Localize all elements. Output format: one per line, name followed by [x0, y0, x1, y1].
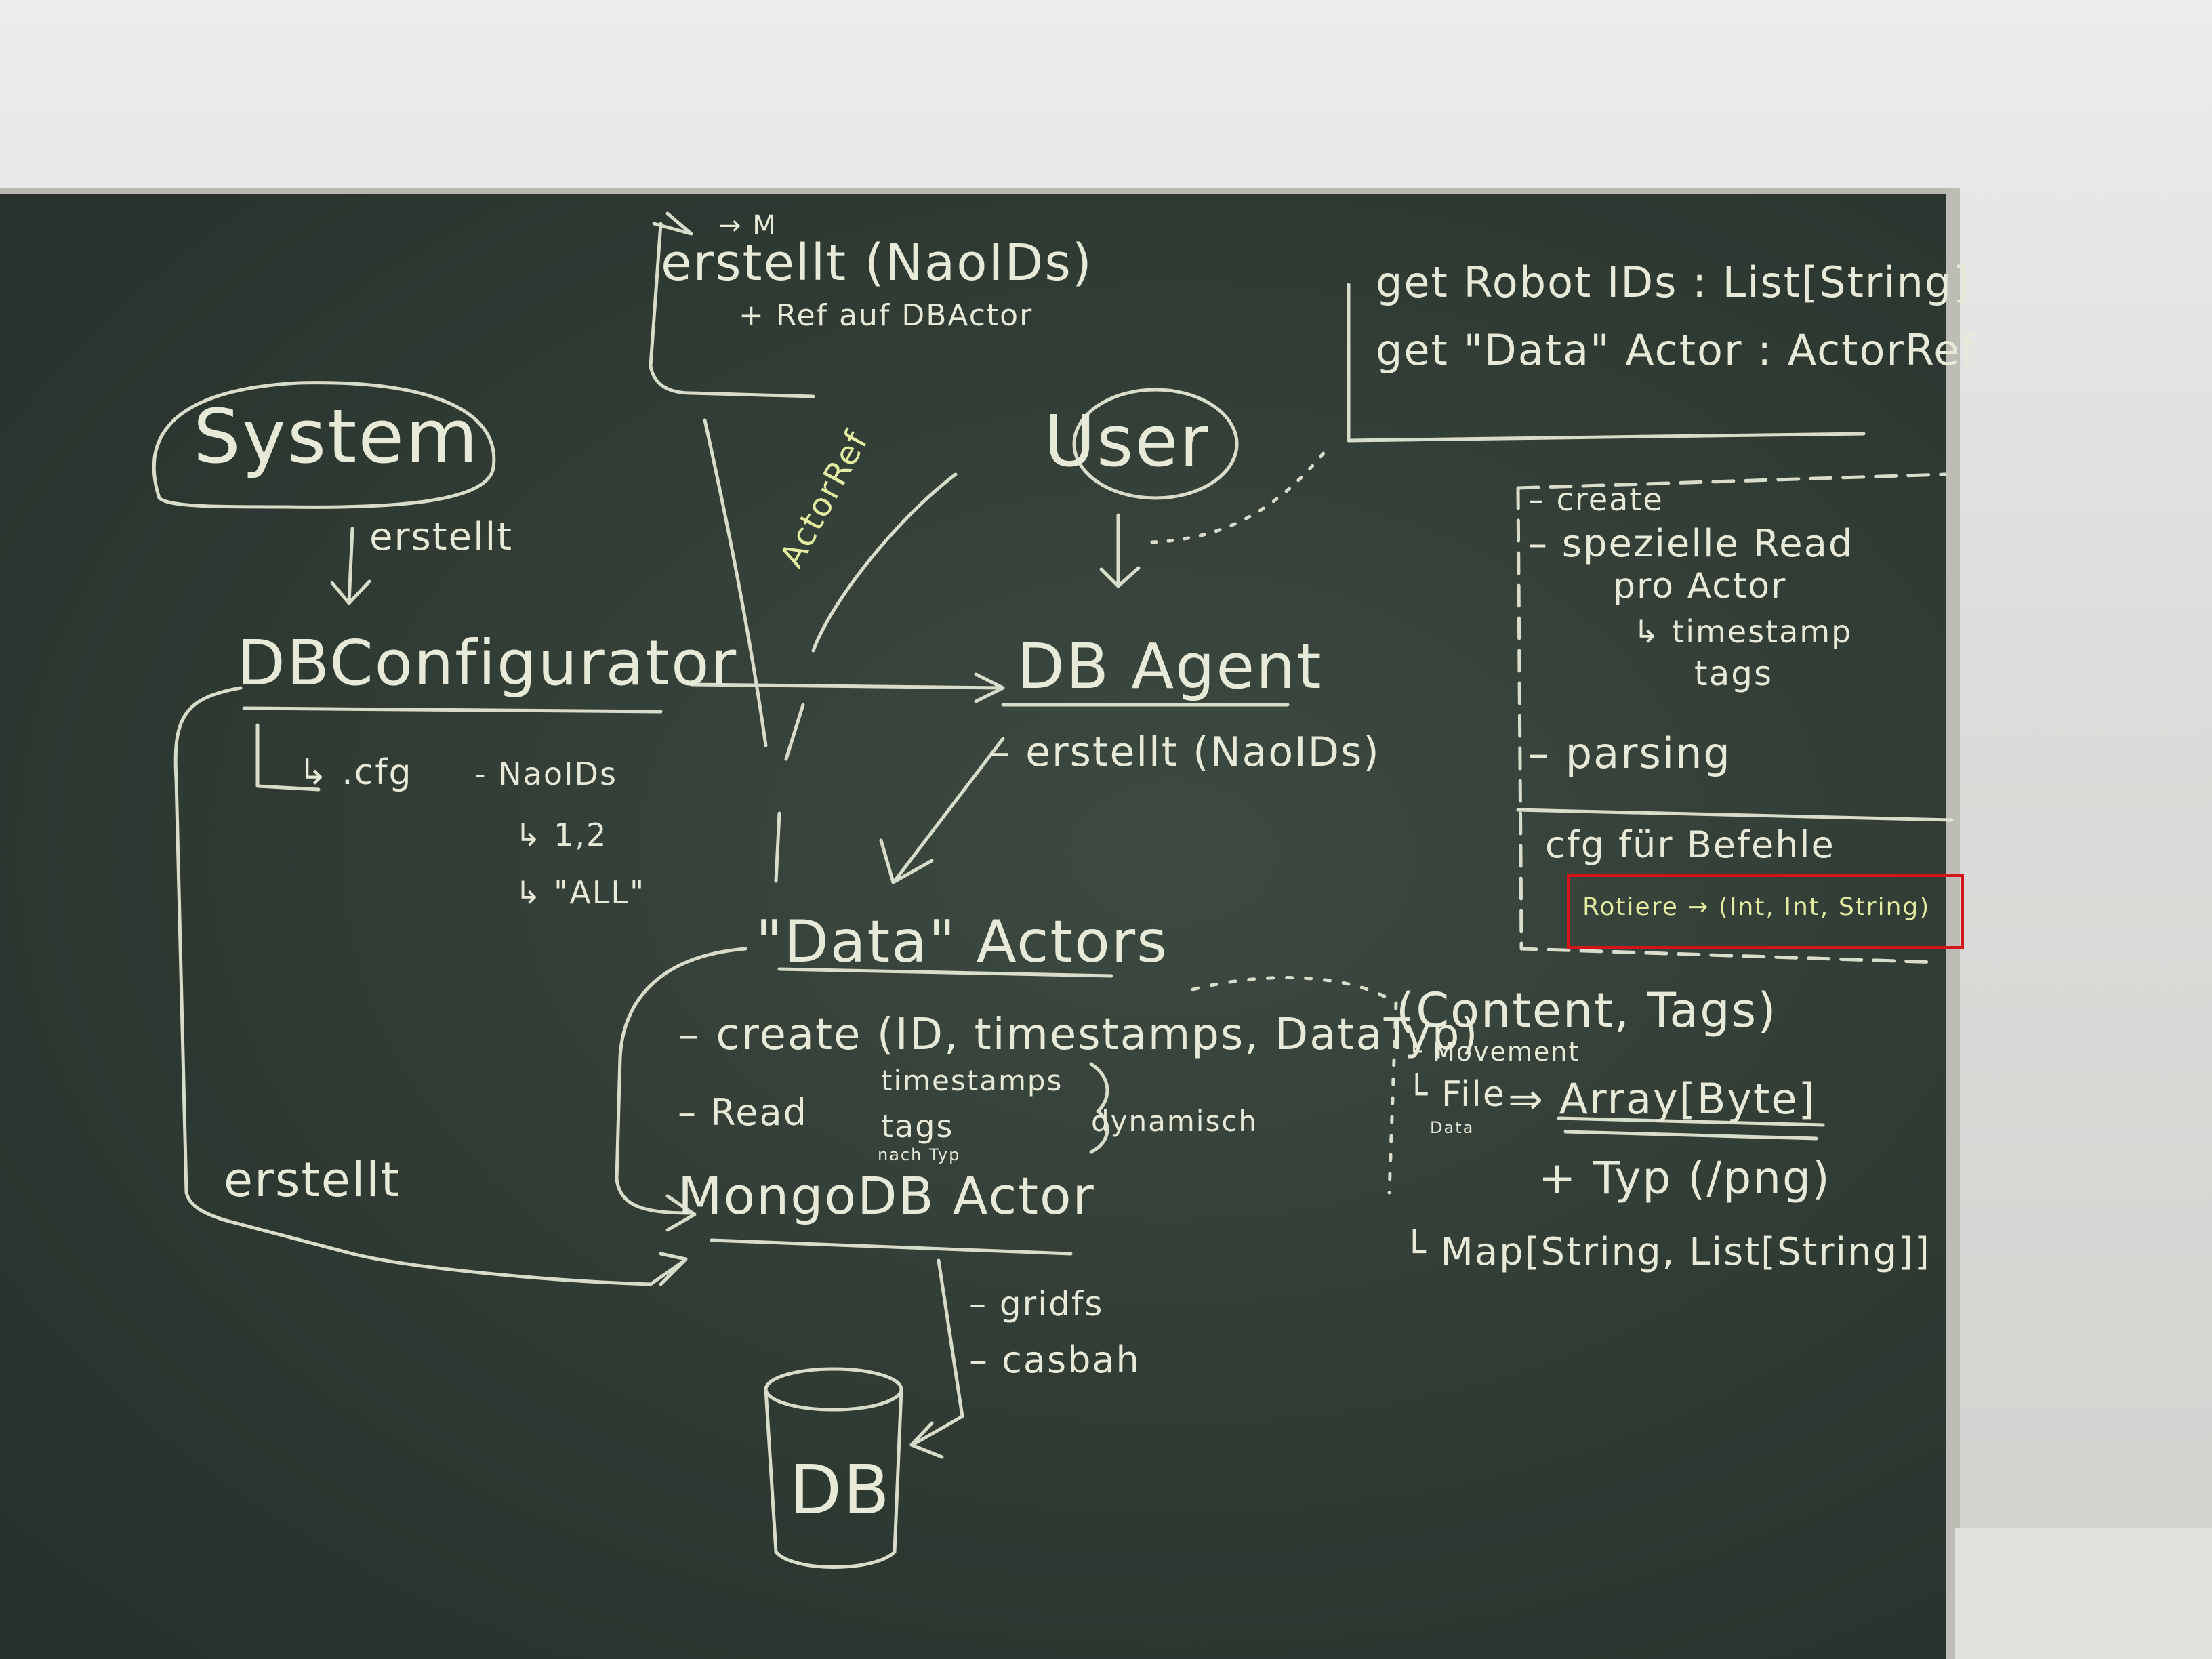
- top-to-actors-line: [703, 418, 768, 747]
- ref-db-actor-label: + Ref auf DBActor: [739, 298, 1033, 333]
- create-line-label: – create (ID, timestamps, DataTyp): [678, 1010, 1479, 1060]
- top-bracket: [649, 222, 815, 398]
- read-timestamps-label: timestamps: [881, 1064, 1063, 1097]
- read-brace: [1089, 1062, 1109, 1154]
- config-to-mongo-line: [173, 686, 688, 1286]
- content-tags-label: (Content, Tags): [1396, 983, 1778, 1038]
- read-nach-typ-label: nach Typ: [878, 1145, 961, 1164]
- file-label: └ File: [1406, 1074, 1506, 1115]
- tags-right-label: tags: [1694, 654, 1774, 693]
- db-cylinder-top: [764, 1367, 903, 1412]
- pro-actor-label: pro Actor: [1613, 566, 1787, 607]
- highlight-box: [1567, 874, 1964, 949]
- rotiere-label: Rotiere → (Int, Int, String): [1582, 893, 1931, 921]
- db-agent-label: DB Agent: [1017, 630, 1323, 703]
- wall-ledge: [1955, 1528, 2212, 1659]
- actors-underline: [777, 967, 1113, 978]
- board-frame-top: [0, 188, 1960, 195]
- mongo-actor-label: MongoDB Actor: [678, 1166, 1095, 1226]
- dynamisch-label: dynamisch: [1091, 1105, 1258, 1138]
- db-cylinder-body: [764, 1387, 903, 1569]
- config-subline: [255, 723, 321, 792]
- user-bubble: [1072, 388, 1239, 500]
- file-data-label: Data: [1430, 1118, 1475, 1137]
- data-actors-label: "Data" Actors: [756, 908, 1168, 976]
- system-label: System: [193, 393, 480, 480]
- nao-ids-label: - NaoIDs: [474, 756, 617, 792]
- movement-label: └ Movement: [1406, 1037, 1580, 1067]
- right-dashed-box: [1516, 472, 1947, 964]
- mongo-underline: [710, 1238, 1073, 1256]
- arrow-system-to-config: [330, 527, 371, 605]
- right-top-bracket: [1347, 283, 1866, 443]
- parsing-label: – parsing: [1528, 729, 1732, 778]
- ids-12-label: ↳ 1,2: [515, 817, 608, 853]
- db-configurator-label: DBConfigurator: [237, 627, 738, 699]
- read-label: – Read: [678, 1091, 808, 1134]
- get-data-actor-label: get "Data" Actor : ActorRef: [1376, 325, 1978, 375]
- db-label: DB: [790, 1450, 891, 1530]
- create-right-label: – create: [1528, 481, 1664, 518]
- actor-ref-arc: [774, 472, 958, 883]
- casbah-label: – casbah: [969, 1338, 1141, 1381]
- read-tags-label: tags: [881, 1108, 954, 1145]
- spezielle-read-label: – spezielle Read: [1528, 522, 1854, 566]
- erstellt-label-1: erstellt: [369, 515, 514, 559]
- map-string-label: └ Map[String, List[String]]: [1403, 1230, 1931, 1274]
- system-bubble: [152, 381, 496, 509]
- ids-all-label: ↳ "ALL": [515, 874, 646, 911]
- get-robot-ids-label: get Robot IDs : List[String]: [1376, 258, 1971, 307]
- erstellt-top-label: erstellt (NaoIDs): [661, 234, 1093, 292]
- right-cfg-underline: [1516, 808, 1954, 822]
- typ-png-label: + Typ (/png): [1538, 1152, 1831, 1204]
- arrow-agent-to-actors: [879, 737, 1005, 884]
- cfg-label: ↳ .cfg: [298, 752, 413, 793]
- erstellt-left-label: erstellt: [224, 1152, 401, 1208]
- arrow-mongo-to-db: [909, 1258, 964, 1459]
- array-underline: [1557, 1116, 1825, 1141]
- user-dotted-line: [1150, 445, 1330, 544]
- user-label: User: [1044, 400, 1210, 483]
- gridfs-label: – gridfs: [969, 1284, 1104, 1324]
- cfg-befehle-label: cfg für Befehle: [1545, 823, 1835, 866]
- content-tags-dotted: [1191, 976, 1398, 1195]
- arrow-config-to-agent: [689, 672, 1005, 703]
- arrow-m-label: → M: [718, 210, 777, 241]
- array-byte-label: ⇒ Array[Byte]: [1508, 1074, 1816, 1124]
- actors-bracket: [615, 947, 747, 1232]
- top-bracket-arrow: [652, 211, 693, 236]
- timestamp-label: ↳ timestamp: [1633, 613, 1853, 650]
- arrow-user-to-agent: [1099, 513, 1141, 588]
- erstellt-nao-label: – erstellt (NaoIDs): [989, 729, 1380, 776]
- config-underline: [242, 706, 663, 714]
- board-frame-right: [1946, 188, 1960, 1659]
